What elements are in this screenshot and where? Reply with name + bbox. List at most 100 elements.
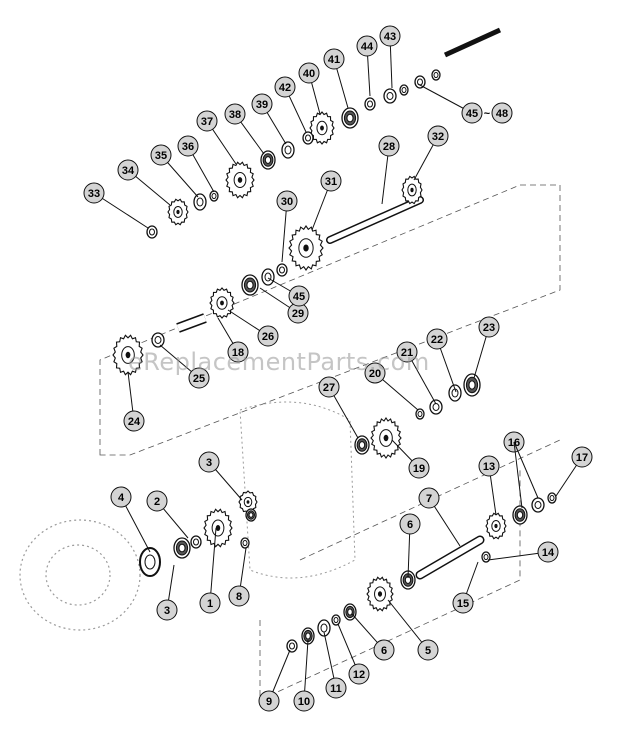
callout-label: 21 <box>401 347 413 359</box>
bearing <box>245 508 257 522</box>
gear <box>203 508 233 548</box>
callout-label: 26 <box>262 331 274 343</box>
leader-line <box>387 599 429 651</box>
callout-label: 24 <box>128 416 141 428</box>
callout-circle <box>288 285 310 307</box>
callout-label: 34 <box>122 165 135 177</box>
callout-circle <box>461 102 483 124</box>
callout-circle <box>325 677 347 699</box>
callout-circle <box>452 592 474 614</box>
callout-label: 40 <box>303 68 315 80</box>
shaft-highlight <box>327 197 423 243</box>
washer <box>429 399 443 415</box>
bearing <box>341 107 359 129</box>
callout-circle <box>123 410 145 432</box>
callout-circle <box>491 102 513 124</box>
callout-label: 7 <box>426 493 432 505</box>
gear <box>209 287 235 319</box>
callout-circle <box>251 93 273 115</box>
callout-circle <box>399 513 421 535</box>
gear <box>370 417 402 459</box>
callout-circle <box>224 103 246 125</box>
leader-line <box>93 192 149 229</box>
leader-line <box>209 527 217 604</box>
callout-circle <box>364 362 386 384</box>
washer <box>531 497 545 513</box>
callout-circle <box>571 446 593 468</box>
callout-label: 48 <box>496 108 508 120</box>
callout-circle <box>478 316 500 338</box>
callout-label: 43 <box>384 31 396 43</box>
shaft-highlight <box>176 314 207 332</box>
callout-circle <box>228 585 250 607</box>
gear <box>225 161 255 199</box>
callout-label: 33 <box>88 188 100 200</box>
callout-label: 1 <box>207 598 213 610</box>
callout-label: 10 <box>298 696 310 708</box>
callout-circle <box>298 62 320 84</box>
callout-label: 6 <box>381 645 387 657</box>
bearing <box>400 570 416 590</box>
callout-label: 19 <box>413 463 425 475</box>
callout-label: 17 <box>576 452 588 464</box>
callout-circle <box>146 490 168 512</box>
callout-label: 28 <box>383 141 395 153</box>
range-separator: ~ <box>484 108 491 120</box>
callout-circle <box>257 325 279 347</box>
washer <box>331 614 341 626</box>
callout-label: 41 <box>328 54 340 66</box>
callout-label: 22 <box>431 334 443 346</box>
callout-circle <box>276 190 298 212</box>
washer <box>448 384 462 402</box>
callout-label: 32 <box>432 131 444 143</box>
callout-label: 37 <box>201 116 213 128</box>
washer <box>399 84 409 96</box>
gear <box>485 512 507 540</box>
callout-label: 15 <box>457 598 469 610</box>
callout-label: 36 <box>182 141 194 153</box>
callout-label: 23 <box>483 322 495 334</box>
snap-ring <box>286 639 298 653</box>
callout-circle <box>537 541 559 563</box>
callout-circle <box>408 457 430 479</box>
bearing <box>512 505 528 525</box>
gear <box>401 175 423 205</box>
callout-circle <box>110 486 132 508</box>
callout-circle <box>274 76 296 98</box>
callout-circle <box>396 341 418 363</box>
washer <box>193 193 207 211</box>
snap-ring <box>547 492 557 504</box>
callout-circle <box>478 455 500 477</box>
transmission-housing <box>239 401 356 579</box>
callout-label: 42 <box>279 82 291 94</box>
key <box>481 551 491 563</box>
callout-circle <box>196 110 218 132</box>
callout-circle <box>188 367 210 389</box>
callout-label: 20 <box>369 368 381 380</box>
washer <box>414 75 426 89</box>
leader-line <box>513 441 523 509</box>
shaft <box>443 27 502 58</box>
callout-label: 3 <box>164 605 170 617</box>
callout-circle <box>418 487 440 509</box>
callout-circle <box>320 170 342 192</box>
shaft-highlight <box>417 537 483 578</box>
callout-circle <box>198 451 220 473</box>
callout-circle <box>378 135 400 157</box>
gear <box>309 111 335 145</box>
callout-circle <box>199 592 221 614</box>
callout-circle <box>379 25 401 47</box>
callout-circle <box>117 159 139 181</box>
leader-line <box>513 441 539 499</box>
washer <box>190 535 202 549</box>
callout-label: 2 <box>154 496 160 508</box>
bearing <box>173 537 191 559</box>
bearing <box>241 274 259 296</box>
callout-circle <box>177 135 199 157</box>
bearing <box>301 627 315 645</box>
callout-label: 14 <box>542 547 555 559</box>
callout-circle <box>293 690 315 712</box>
alignment-guide <box>259 470 521 701</box>
callout-circle <box>417 639 439 661</box>
